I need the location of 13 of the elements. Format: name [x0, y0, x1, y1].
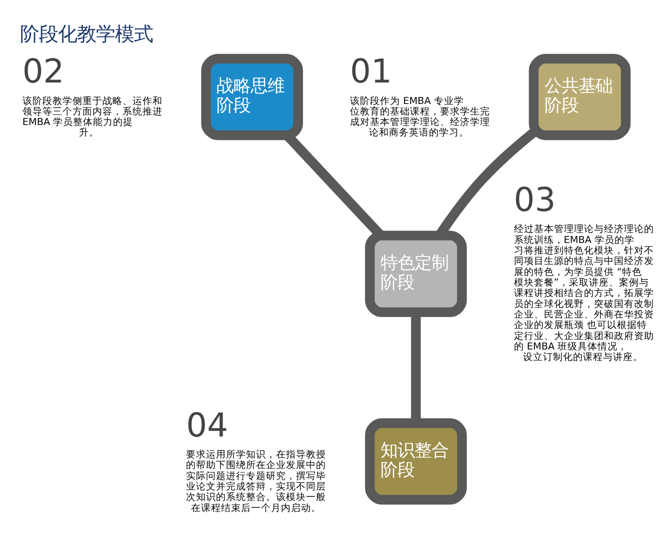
node-box: 特色定制阶段	[365, 230, 467, 318]
node-label: 该阶段作为 EMBA 专业学位教育的基础课程，要求学生完成对基本管理学理论、经济学理论和商务英语的学习。	[350, 96, 490, 139]
node-label: 经过基本管理理论与经济理论的系统训练，EMBA 学员的学习将推进到特色化模块，针对不同项目生源的特点与中国经济发展的特色，为学员提供 “特色模块套餐”，采取讲座、案例与课程讲授相结合的方式，拓展学员的全球化视野，突破国有改制企业、民营企业、外商在华投资企业的发展瓶颈 也可以根据特定行业、大企业集团和政府资助的 EMBA 班级具体情况，设立订制化的课程与讲座。	[514, 224, 654, 364]
node-label: 01	[350, 52, 392, 91]
node-box: 知识整合阶段	[365, 418, 467, 505]
node-box: 战略思维阶段	[201, 54, 303, 140]
node-label: 04	[186, 405, 228, 444]
node-label: 03	[514, 180, 556, 220]
node-label: 要求运用所学知识，在指导教授的帮助下围绕所在企业发展中的实际问题进行专题研究，撰写毕业论文并完成答辩，实现不同层次知识的系统整合。该模块一般在课程结束后一个月内启动。	[186, 450, 326, 514]
node-box: 公共基础阶段	[528, 54, 631, 140]
node-label: 该阶段教学侧重于战略、运作和领导等三个方面内容，系统推进 EMBA 学员整体能力的提升。	[22, 96, 162, 139]
node-label: 02	[22, 52, 64, 91]
diagram-title: 阶段化教学模式	[20, 22, 153, 46]
